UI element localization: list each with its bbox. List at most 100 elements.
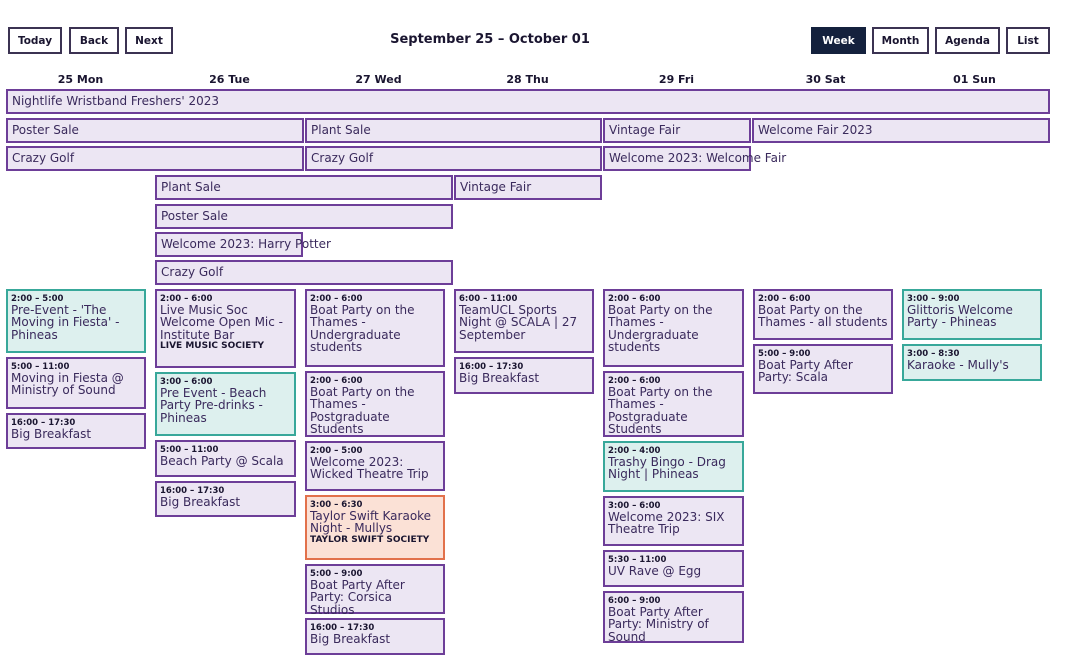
event-time: 5:00 – 11:00	[11, 362, 70, 372]
event-society: LIVE MUSIC SOCIETY	[160, 340, 265, 351]
event-card[interactable]: 3:00 – 6:00 Pre Event - Beach Party Pre-…	[155, 372, 296, 436]
event-card[interactable]: 5:00 – 11:00 Moving in Fiesta @ Ministry…	[6, 357, 146, 409]
event-title: UV Rave @ Egg	[608, 564, 702, 578]
event-title: Trashy Bingo - Drag Night | Phineas	[608, 455, 726, 482]
event-time: 3:00 – 6:00	[608, 501, 661, 511]
allday-event[interactable]: Plant Sale	[155, 175, 453, 200]
today-button[interactable]: Today	[8, 27, 62, 54]
event-time: 3:00 – 8:30	[907, 349, 960, 359]
allday-event[interactable]: Plant Sale	[305, 118, 602, 143]
day-header-sun: 01 Sun	[953, 73, 996, 86]
event-title: Live Music Soc Welcome Open Mic - Instit…	[160, 303, 283, 342]
event-time: 2:00 – 5:00	[11, 294, 64, 304]
event-title: Boat Party After Party: Corsica Studios	[310, 578, 405, 617]
event-title: Moving in Fiesta @ Ministry of Sound	[11, 371, 124, 398]
event-card[interactable]: 5:30 – 11:00 UV Rave @ Egg	[603, 550, 744, 587]
event-card[interactable]: 6:00 – 11:00 TeamUCL Sports Night @ SCAL…	[454, 289, 594, 353]
allday-event[interactable]: Vintage Fair	[603, 118, 751, 143]
event-time: 2:00 – 5:00	[310, 446, 363, 456]
event-title: Big Breakfast	[310, 632, 391, 646]
allday-event[interactable]: Welcome 2023: Harry Potter	[155, 232, 331, 257]
day-header-thu: 28 Thu	[506, 73, 549, 86]
event-title: Boat Party After Party: Scala	[758, 358, 853, 385]
event-title: Glittoris Welcome Party - Phineas	[907, 303, 1013, 330]
day-header-tue: 26 Tue	[209, 73, 250, 86]
event-time: 2:00 – 6:00	[608, 294, 661, 304]
event-card[interactable]: 5:00 – 9:00 Boat Party After Party: Cors…	[305, 564, 445, 617]
event-time: 3:00 – 9:00	[907, 294, 960, 304]
event-card[interactable]: 2:00 – 6:00 Boat Party on the Thames - U…	[603, 289, 744, 367]
event-card[interactable]: 3:00 – 8:30 Karaoke - Mully's	[902, 344, 1042, 381]
event-card[interactable]: 2:00 – 5:00 Pre-Event - 'The Moving in F…	[6, 289, 146, 353]
event-title: Pre Event - Beach Party Pre-drinks - Phi…	[160, 386, 267, 425]
event-card[interactable]: 3:00 – 9:00 Glittoris Welcome Party - Ph…	[902, 289, 1042, 340]
event-time: 5:00 – 9:00	[758, 349, 811, 359]
event-card[interactable]: 16:00 – 17:30 Big Breakfast	[6, 413, 146, 449]
event-time: 16:00 – 17:30	[310, 623, 375, 633]
event-title: Boat Party on the Thames - Undergraduate…	[310, 303, 415, 354]
event-time: 2:00 – 6:00	[160, 294, 213, 304]
allday-event[interactable]: Crazy Golf	[155, 260, 453, 285]
day-header-mon: 25 Mon	[57, 73, 104, 86]
view-week-button[interactable]: Week	[811, 27, 866, 54]
event-card[interactable]: 16:00 – 17:30 Big Breakfast	[305, 618, 445, 655]
day-header-wed: 27 Wed	[355, 73, 402, 86]
event-time: 5:00 – 11:00	[160, 445, 219, 455]
day-header-fri: 29 Fri	[658, 73, 695, 86]
next-button[interactable]: Next	[125, 27, 173, 54]
allday-event[interactable]: Welcome 2023: Welcome Fair	[603, 146, 786, 171]
event-card[interactable]: 3:00 – 6:30 Taylor Swift Karaoke Night -…	[305, 495, 445, 560]
date-range-title: September 25 – October 01	[390, 32, 590, 47]
allday-event[interactable]: Poster Sale	[155, 204, 453, 229]
allday-event[interactable]: Crazy Golf	[305, 146, 602, 171]
event-card[interactable]: 16:00 – 17:30 Big Breakfast	[155, 481, 296, 517]
event-card[interactable]: 3:00 – 6:00 Welcome 2023: SIX Theatre Tr…	[603, 496, 744, 546]
event-title: Boat Party After Party: Ministry of Soun…	[608, 605, 709, 644]
event-title: Boat Party on the Thames - Undergraduate…	[608, 303, 713, 354]
view-agenda-button[interactable]: Agenda	[935, 27, 1000, 54]
event-title: Karaoke - Mully's	[907, 358, 1009, 372]
back-button[interactable]: Back	[69, 27, 119, 54]
event-card[interactable]: 2:00 – 6:00 Boat Party on the Thames - a…	[753, 289, 893, 340]
event-title: Pre-Event - 'The Moving in Fiesta' - Phi…	[11, 303, 120, 342]
allday-event[interactable]: Poster Sale	[6, 118, 304, 143]
view-list-button[interactable]: List	[1006, 27, 1050, 54]
event-time: 16:00 – 17:30	[11, 418, 76, 428]
event-title: Boat Party on the Thames - Postgraduate …	[310, 385, 415, 436]
allday-event[interactable]: Nightlife Wristband Freshers' 2023	[6, 89, 1050, 114]
event-time: 2:00 – 6:00	[608, 376, 661, 386]
event-card[interactable]: 2:00 – 4:00 Trashy Bingo - Drag Night | …	[603, 441, 744, 492]
event-title: Big Breakfast	[11, 427, 92, 441]
event-card[interactable]: 5:00 – 9:00 Boat Party After Party: Scal…	[753, 344, 893, 394]
view-month-button[interactable]: Month	[872, 27, 929, 54]
event-time: 16:00 – 17:30	[459, 362, 524, 372]
event-card[interactable]: 5:00 – 11:00 Beach Party @ Scala	[155, 440, 296, 477]
allday-event[interactable]: Crazy Golf	[6, 146, 304, 171]
event-time: 6:00 – 9:00	[608, 596, 661, 606]
allday-event[interactable]: Welcome Fair 2023	[752, 118, 1050, 143]
event-card[interactable]: 16:00 – 17:30 Big Breakfast	[454, 357, 594, 394]
event-title: Big Breakfast	[459, 371, 540, 385]
event-card[interactable]: 2:00 – 6:00 Live Music Soc Welcome Open …	[155, 289, 296, 368]
event-time: 2:00 – 6:00	[310, 294, 363, 304]
event-time: 3:00 – 6:30	[310, 500, 363, 510]
event-title: Boat Party on the Thames - all students	[758, 303, 888, 330]
allday-event[interactable]: Vintage Fair	[454, 175, 602, 200]
event-time: 6:00 – 11:00	[459, 294, 518, 304]
event-time: 2:00 – 4:00	[608, 446, 661, 456]
event-time: 3:00 – 6:00	[160, 377, 213, 387]
event-card[interactable]: 2:00 – 6:00 Boat Party on the Thames - U…	[305, 289, 445, 367]
event-title: Big Breakfast	[160, 495, 241, 509]
event-time: 2:00 – 6:00	[310, 376, 363, 386]
event-title: Welcome 2023: SIX Theatre Trip	[608, 510, 725, 537]
event-title: Taylor Swift Karaoke Night - Mullys	[310, 509, 432, 536]
event-title: Beach Party @ Scala	[160, 454, 284, 468]
event-card[interactable]: 2:00 – 6:00 Boat Party on the Thames - P…	[305, 371, 445, 437]
event-time: 2:00 – 6:00	[758, 294, 811, 304]
event-card[interactable]: 6:00 – 9:00 Boat Party After Party: Mini…	[603, 591, 744, 643]
event-card[interactable]: 2:00 – 5:00 Welcome 2023: Wicked Theatre…	[305, 441, 445, 491]
event-title: TeamUCL Sports Night @ SCALA | 27 Septem…	[459, 303, 578, 342]
event-time: 5:00 – 9:00	[310, 569, 363, 579]
event-card[interactable]: 2:00 – 6:00 Boat Party on the Thames - P…	[603, 371, 744, 437]
event-time: 5:30 – 11:00	[608, 555, 667, 565]
